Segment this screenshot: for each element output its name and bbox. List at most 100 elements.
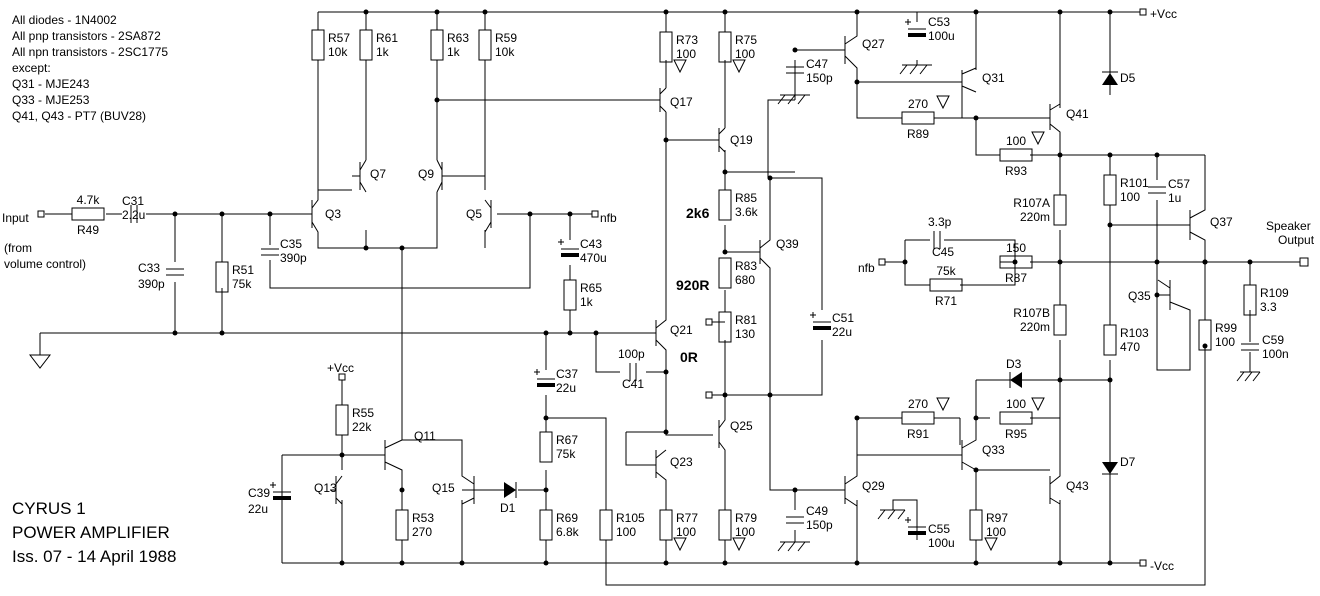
resistor-name: R93 (1005, 164, 1027, 178)
resistor-name: R97 (986, 511, 1008, 525)
resistor-value: 1k (376, 45, 390, 59)
transistor-q33: Q33 (982, 443, 1005, 457)
resistor-value: 100 (616, 525, 636, 539)
capacitor-value: 22u (832, 325, 852, 339)
resistor-name: R59 (495, 31, 517, 45)
resistor-value: 100 (1120, 190, 1140, 204)
terminals (37, 8, 1309, 567)
note-line-3: All npn transistors - 2SC1775 (12, 45, 168, 59)
resistor-value: 75k (232, 277, 252, 291)
diode-d5: D5 (1120, 71, 1136, 85)
transistor-q41: Q41 (1066, 107, 1089, 121)
resistor-name: R101 (1120, 176, 1149, 190)
resistor-value: 270 (412, 525, 432, 539)
capacitor-name: C47 (806, 57, 828, 71)
resistor-name: R87 (1005, 271, 1027, 285)
capacitor-value: 100u (928, 536, 955, 550)
resistor-value: 220m (1020, 320, 1050, 334)
nfb-label-1: nfb (600, 211, 617, 225)
resistor-value: 75k (556, 447, 576, 461)
resistor-name: R75 (735, 33, 757, 47)
capacitor-value: 390p (280, 251, 307, 265)
speaker-label-1: Speaker (1266, 219, 1311, 233)
capacitor-name: C37 (556, 367, 578, 381)
resistor-name: R95 (1005, 427, 1027, 441)
resistor-value: 100 (676, 525, 696, 539)
resistor-value: 10k (495, 45, 515, 59)
transistor-q11: Q11 (414, 429, 436, 443)
trim-label-920r: 920R (676, 277, 709, 293)
resistor-name: R99 (1215, 321, 1237, 335)
vcc-negative-label: -Vcc (1150, 559, 1174, 573)
transistor-q29: Q29 (862, 479, 885, 493)
trim-label-0r: 0R (680, 349, 698, 365)
capacitor-name: C35 (280, 237, 302, 251)
resistor-name: R107B (1013, 306, 1050, 320)
note-line-6: Q33 - MJE253 (12, 93, 90, 107)
title-line-2: POWER AMPLIFIER (12, 523, 170, 542)
note-line-7: Q41, Q43 - PT7 (BUV28) (12, 109, 146, 123)
resistor-value: 4.7k (77, 193, 101, 207)
resistor-value: 150 (1006, 241, 1026, 255)
junction-dots (172, 9, 1253, 566)
title-line-1: CYRUS 1 (12, 499, 86, 518)
input-label: Input (2, 211, 29, 225)
capacitor-value: 3.3p (928, 215, 952, 229)
transistor-q23: Q23 (670, 455, 693, 469)
resistor-value: 75k (936, 264, 956, 278)
transistor-q17: Q17 (670, 95, 693, 109)
warning-triangles (673, 59, 1045, 552)
capacitor-value: 470u (580, 251, 607, 265)
resistor-value: 100 (735, 47, 755, 61)
resistor-name: R89 (907, 127, 929, 141)
transistor-q21: Q21 (670, 323, 693, 337)
transistor-q35: Q35 (1128, 289, 1151, 303)
resistor-value: 100 (1215, 335, 1235, 349)
capacitor-name: C57 (1168, 177, 1190, 191)
resistor-value: 6.8k (556, 525, 580, 539)
capacitors: C312.2uC33390pC35390pC43470uC47150pC5310… (122, 15, 1289, 550)
resistor-value: 100 (1006, 134, 1026, 148)
capacitor-name: C49 (806, 504, 828, 518)
resistor-value: 100 (986, 525, 1006, 539)
resistor-name: R103 (1120, 326, 1149, 340)
resistor-name: R83 (735, 259, 757, 273)
capacitor-name: C55 (928, 522, 950, 536)
capacitor-name: C39 (248, 486, 270, 500)
resistor-name: R79 (735, 511, 757, 525)
resistor-name: R91 (907, 427, 929, 441)
note-line-5: Q31 - MJE243 (12, 77, 90, 91)
transistor-q3: Q3 (325, 207, 341, 221)
resistor-name: R65 (580, 281, 602, 295)
transistor-q15: Q15 (432, 481, 455, 495)
transistor-q7: Q7 (370, 167, 386, 181)
transistor-q43: Q43 (1066, 479, 1089, 493)
resistor-value: 3.3 (1260, 300, 1277, 314)
note-line-4: except: (12, 61, 51, 75)
resistor-name: R69 (556, 511, 578, 525)
transistor-q5: Q5 (466, 207, 482, 221)
capacitor-value: 2.2u (122, 208, 145, 222)
